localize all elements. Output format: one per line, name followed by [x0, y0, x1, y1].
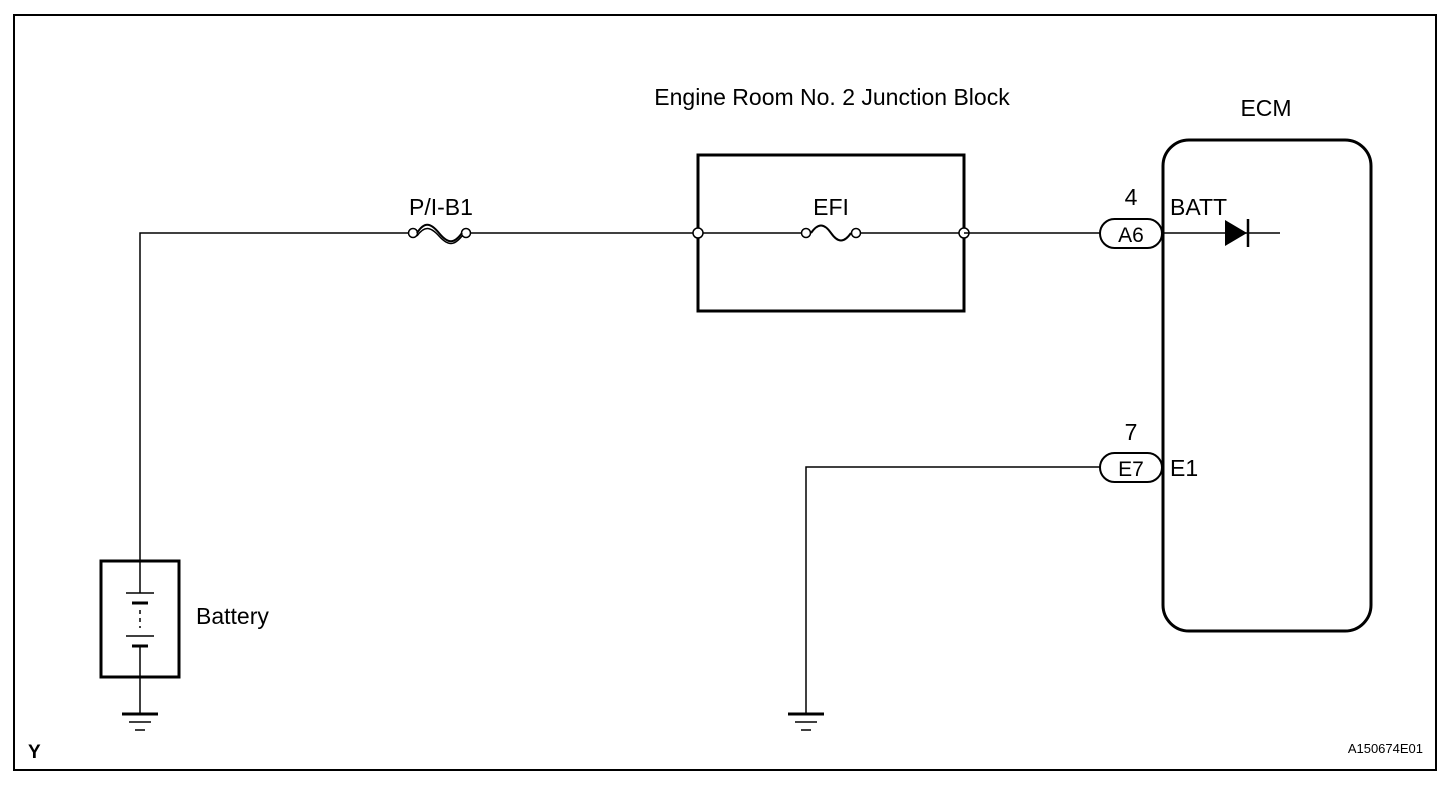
fusible-link-symbol: [407, 223, 472, 245]
diagram-frame: [13, 14, 1437, 771]
connector-a6-label: A6: [1118, 224, 1144, 247]
e1-terminal-label: E1: [1170, 455, 1198, 481]
efi-fuse-symbol: [800, 224, 862, 242]
figure-id: A150674E01: [1348, 741, 1423, 756]
ecm-box: [1161, 138, 1373, 633]
fusible-link-label: P/I-B1: [409, 194, 473, 220]
batt-terminal-label: BATT: [1170, 194, 1227, 220]
battery-ground-symbol: [122, 712, 158, 731]
ecm-title: ECM: [1240, 95, 1291, 121]
efi-fuse-label: EFI: [813, 194, 849, 220]
junction-block-terminal-in: [692, 227, 704, 239]
corner-code: Y: [28, 742, 41, 763]
junction-block-title: Engine Room No. 2 Junction Block: [654, 84, 1010, 110]
ecm-ground-wire: [805, 466, 1100, 714]
connector-a6: [1099, 218, 1163, 249]
batt-pin-number: 4: [1125, 184, 1138, 210]
connector-e7-label: E7: [1118, 458, 1144, 481]
e1-pin-number: 7: [1125, 419, 1138, 445]
battery-label: Battery: [196, 603, 269, 629]
diode-symbol: [1225, 219, 1250, 247]
battery-symbol: [126, 561, 154, 677]
ecm-ground-symbol: [788, 712, 824, 731]
battery-positive-wire: [139, 232, 698, 561]
